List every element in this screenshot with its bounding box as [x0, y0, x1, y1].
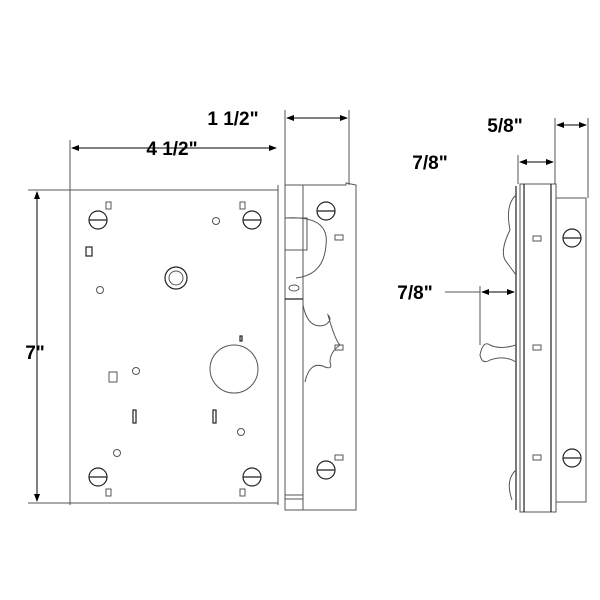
- screw-icon: [316, 201, 336, 221]
- case-height-label: 7": [25, 343, 45, 364]
- screws: [88, 201, 582, 487]
- lock-case-plate: [69, 185, 279, 505]
- side-top-label: 5/8": [487, 116, 522, 137]
- screw-icon: [242, 467, 262, 487]
- case-width-label: 4 1/2": [146, 139, 197, 160]
- dimension-lines: [28, 110, 589, 504]
- lock-faceplate-body: [284, 182, 357, 511]
- screw-icon: [562, 228, 582, 248]
- screw-icon: [88, 467, 108, 487]
- lock-side-view: [479, 183, 587, 513]
- faceplate-width-label: 1 1/2": [207, 109, 258, 130]
- side-knob-label: 7/8": [397, 283, 432, 304]
- screw-icon: [316, 460, 336, 480]
- screw-icon: [562, 448, 582, 468]
- screw-icon: [88, 210, 108, 230]
- screw-icon: [242, 210, 262, 230]
- side-body-label: 7/8": [412, 153, 447, 174]
